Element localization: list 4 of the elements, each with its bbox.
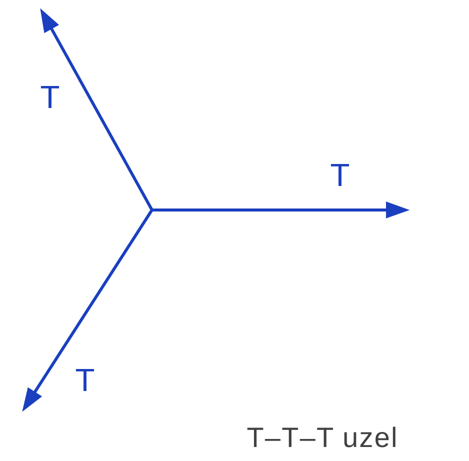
force-label: T [76,369,94,391]
caption: T–T–T uzel [247,426,396,448]
force-label: T [40,86,60,108]
force-label: T [330,164,350,186]
